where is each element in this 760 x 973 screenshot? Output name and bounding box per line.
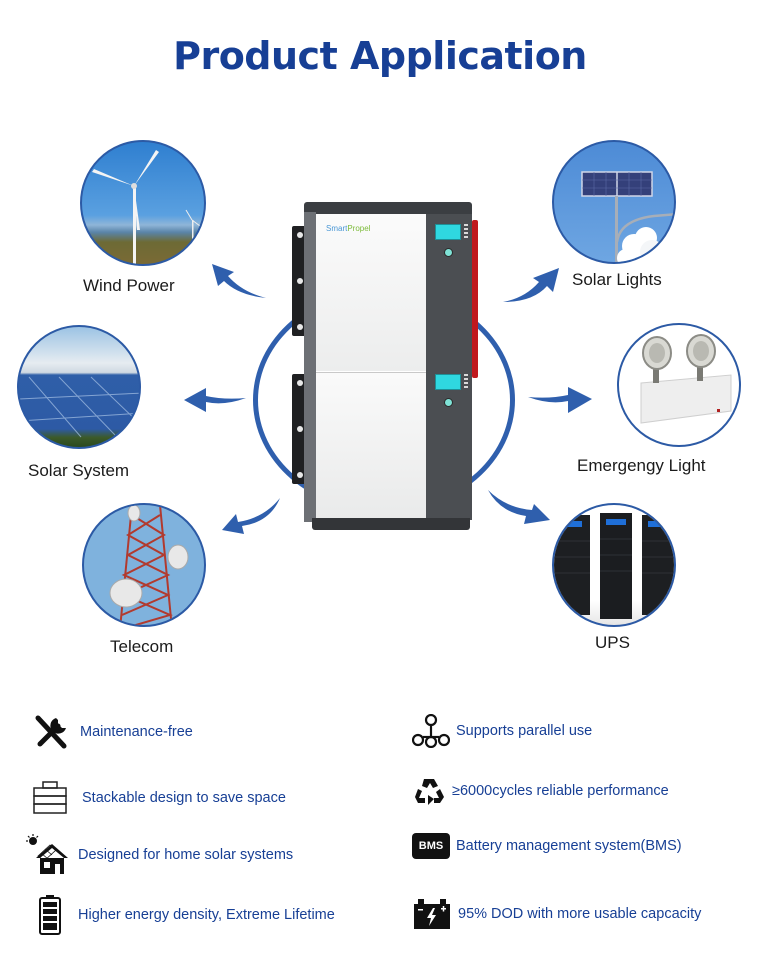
application-label: UPS	[595, 633, 630, 652]
battery-icon	[38, 895, 62, 935]
arrow-to-solar-system	[184, 388, 246, 412]
solar-street-light-photo	[552, 140, 676, 264]
lcd-display	[435, 224, 461, 240]
feature-bms: BMS Battery management system(BMS)	[412, 833, 682, 859]
emergency-light-photo	[617, 323, 741, 447]
recycle-icon	[414, 774, 446, 808]
telecom-tower-photo	[82, 503, 206, 627]
red-cable	[472, 220, 478, 378]
feature-text: Supports parallel use	[456, 723, 593, 739]
feature-text: ≥6000cycles reliable performance	[452, 783, 669, 799]
application-label: Telecom	[110, 637, 174, 656]
server-rack-photo	[552, 503, 676, 627]
application-label: Wind Power	[83, 276, 175, 295]
application-label: Solar System	[28, 461, 130, 480]
application-label: Emergengy Light	[577, 456, 706, 475]
feature-dod: 95% DOD with more usable capcacity	[414, 898, 701, 930]
lcd-display	[435, 374, 461, 390]
arrow-to-wind-power	[212, 264, 266, 298]
feature-cycles: ≥6000cycles reliable performance	[414, 774, 669, 808]
arrow-to-telecom	[222, 498, 280, 534]
battery-product-image: SmartPropel	[292, 202, 492, 532]
car-battery-icon	[414, 898, 450, 930]
application-label: Solar Lights	[572, 270, 662, 289]
feature-text: 95% DOD with more usable capcacity	[458, 906, 702, 922]
feature-text: Higher energy density, Extreme Lifetime	[78, 907, 335, 923]
solar-house-icon	[26, 834, 72, 876]
solar-panel-field-photo	[17, 325, 141, 449]
bms-icon-label: BMS	[418, 840, 444, 852]
tools-icon	[32, 712, 72, 752]
page-title: Product Application	[173, 34, 587, 78]
arrow-to-emergency-light	[528, 387, 592, 413]
battery-module-bottom	[316, 372, 426, 520]
status-leds	[464, 224, 468, 240]
power-button	[444, 398, 453, 407]
power-button	[444, 248, 453, 257]
feature-parallel-use: Supports parallel use	[412, 714, 592, 748]
arrow-to-ups	[488, 490, 550, 524]
feature-text: Maintenance-free	[80, 724, 193, 740]
feature-text: Designed for home solar systems	[78, 847, 294, 863]
feature-energy-density: Higher energy density, Extreme Lifetime	[38, 895, 338, 935]
status-leds	[464, 374, 468, 390]
feature-stackable: Stackable design to save space	[30, 778, 286, 818]
feature-text: Battery management system(BMS)	[456, 838, 682, 854]
bms-icon: BMS	[412, 833, 450, 859]
arrow-to-solar-lights	[503, 268, 559, 302]
brand-logo: SmartPropel	[326, 224, 371, 233]
feature-home-solar: Designed for home solar systems	[26, 834, 293, 876]
stack-icon	[30, 778, 70, 818]
feature-text: Stackable design to save space	[82, 790, 286, 806]
wind-turbine-photo	[80, 140, 206, 266]
battery-module-top	[316, 214, 426, 371]
parallel-network-icon	[412, 714, 450, 748]
feature-maintenance-free: Maintenance-free	[32, 712, 193, 752]
